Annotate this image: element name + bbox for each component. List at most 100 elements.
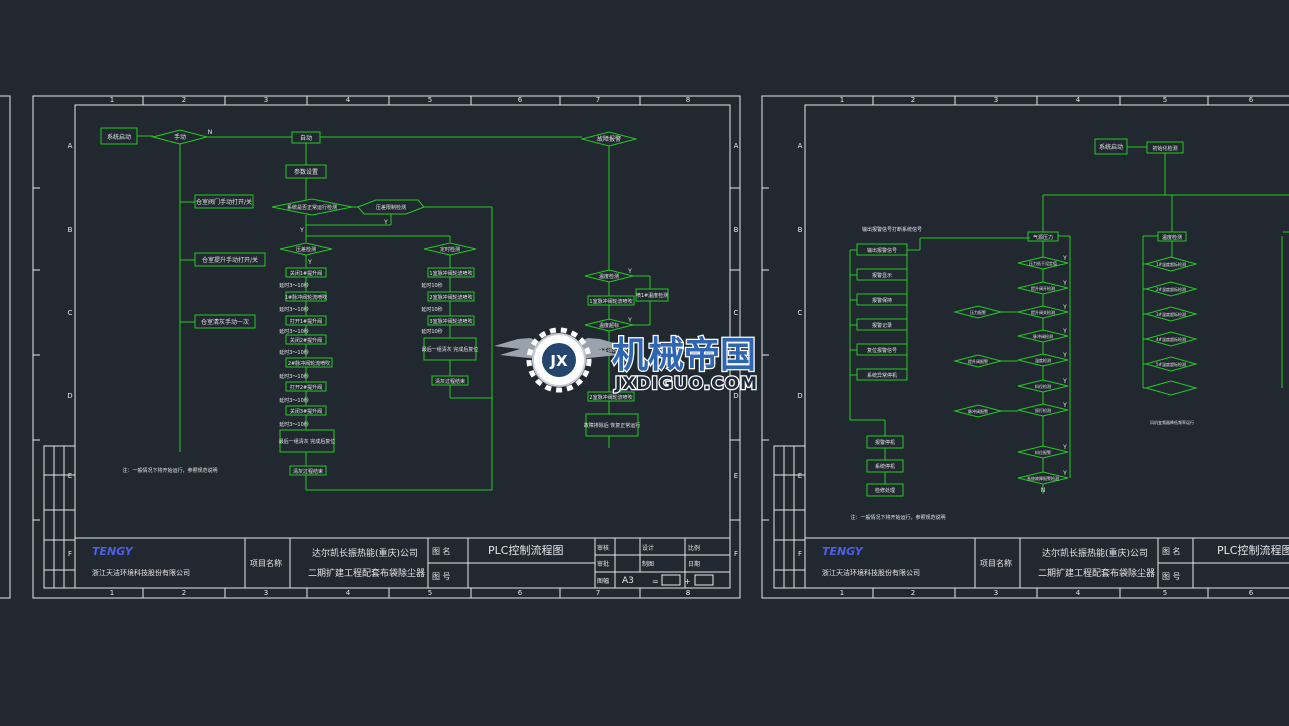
flowchart-left-labels: 系统启动 手动 N 自动 故障报警 参数设置 系统是否正常运行检测 压差限制检测… — [107, 129, 668, 475]
loop-left-box — [289, 465, 327, 476]
paper-size: A3 — [622, 576, 634, 586]
right-step: 1室脉冲阀轮流喷吹 — [429, 270, 472, 277]
manual-box-2 — [194, 252, 266, 267]
auto-label: 自动 — [300, 134, 312, 142]
left-step: 打开2#提升阀 — [290, 384, 322, 391]
group-left-label: 输出报警信号打断系统信号 — [862, 226, 922, 233]
start-label: 系统启动 — [107, 133, 131, 141]
manual-box-3 — [194, 314, 256, 329]
right-step: 3室脉冲阀轮流喷吹 — [429, 318, 472, 325]
zone-letter: B — [734, 226, 739, 234]
delay-label: 延时3～10秒 — [279, 421, 309, 428]
zone-number: 8 — [686, 96, 690, 104]
zone-letter: D — [797, 392, 802, 400]
revision-block — [43, 445, 76, 589]
right-step: 2室脉冲阀轮流喷吹 — [429, 294, 472, 301]
col3-item: 2#温度超标检测 — [1156, 286, 1186, 292]
zone-letter: E — [798, 472, 802, 480]
zone-number: 4 — [346, 96, 351, 104]
manual-1-label: 仓室阀门手动打开/关 — [196, 198, 252, 206]
left-item: 系统异常停机 — [867, 372, 897, 379]
y-label: Y — [1062, 444, 1067, 451]
note-label: 注：一般情况下将开始运行，参照规范说明 — [850, 514, 945, 521]
col2-item: 提升阀开检测 — [1031, 285, 1055, 291]
col2-head-label: 气源压力 — [1033, 234, 1053, 241]
company-logo: TENGY — [822, 545, 864, 558]
alarm-diamond — [580, 131, 638, 147]
y-label: Y — [627, 268, 632, 275]
left-step: 打开1#提升阀 — [290, 318, 322, 325]
left-step: 2#脉冲阀轮流喷吹 — [288, 360, 330, 367]
project-label: 项目名称 — [980, 558, 1012, 568]
dp-check-diamond — [279, 242, 333, 256]
init-label: 初始化检测 — [1152, 145, 1177, 152]
zone-number: 4 — [1076, 96, 1081, 104]
drawing-title: PLC控制流程图 — [1217, 543, 1289, 557]
zone-letter: A — [68, 142, 73, 150]
zone-number: 1 — [840, 96, 844, 104]
far-d1-label: 温度检测 — [599, 273, 619, 280]
col2-item: 振打检测 — [1035, 407, 1051, 413]
left-end-label: 最后一组清灰 完成后复位 — [279, 438, 336, 445]
zone-number: 5 — [428, 589, 432, 597]
zone-letter: B — [798, 226, 803, 234]
y-label: Y — [627, 317, 632, 324]
zone-letter: F — [68, 550, 72, 558]
sheet-left-outer-frame — [32, 95, 741, 599]
zone-letter: D — [733, 392, 738, 400]
zone-number: 6 — [1249, 96, 1254, 104]
far-b1-label: 喷1#温度检测 — [636, 292, 668, 299]
col2-item: 温度检测 — [1035, 357, 1051, 363]
delay-label: 延时3～10秒 — [279, 328, 309, 335]
drawing-title: PLC控制流程图 — [488, 543, 563, 557]
drawing-name-label: 图 名 — [1162, 546, 1181, 556]
param-label: 参数设置 — [294, 168, 318, 176]
drawing-number-label: 图 号 — [432, 572, 451, 581]
check-label: 审批 — [597, 560, 609, 568]
left-item: 输出报警信号 — [867, 247, 897, 254]
stop-box-3 — [866, 483, 904, 497]
flowchart-right — [849, 138, 1289, 497]
sheet-left: 1 2 3 4 5 6 7 8 1 2 3 4 5 6 7 8 — [32, 95, 741, 599]
watermark-domain: JXDIGUO.COM — [614, 374, 758, 394]
delay-label: 延时3～10秒 — [279, 306, 309, 313]
drawing-number-label: 图 号 — [1162, 572, 1181, 581]
zone-number: 4 — [1076, 589, 1081, 597]
far-b2-label: 1室脉冲阀轮流喷吹 — [589, 298, 632, 305]
zone-letter: A — [798, 142, 803, 150]
zone-letter: D — [67, 392, 72, 400]
zone-ticks — [33, 96, 740, 598]
start-label: 系统启动 — [1099, 143, 1123, 151]
delay-label: 延时3～10秒 — [279, 373, 309, 380]
zone-number: 2 — [182, 96, 186, 104]
zone-letter: C — [734, 309, 739, 317]
zone-ticks — [762, 96, 1209, 598]
drawing-name-label: 图 名 — [432, 546, 451, 556]
zone-number: 1 — [110, 96, 114, 104]
col2-item: 压力低于设定值 — [1029, 260, 1057, 266]
far-b3-label: 2室脉冲阀轮流喷吹 — [589, 347, 632, 354]
far-box-1 — [635, 288, 669, 302]
y-label: Y — [1062, 255, 1067, 262]
stop-label-2: 系统停机 — [875, 463, 895, 470]
col2-item: 料位检测 — [1035, 383, 1051, 389]
col3-item: 3#温度超标检测 — [1156, 311, 1186, 317]
paper-label: 图幅 — [597, 577, 609, 585]
zone-number: 1 — [840, 589, 844, 597]
left-step: 关闭3#提升阀 — [290, 408, 322, 415]
zone-letter: E — [68, 472, 72, 480]
loop-right-label: 清灰过程结束 — [435, 378, 465, 385]
zone-numbers-top: 1 2 3 4 5 6 — [840, 96, 1254, 104]
revision-block — [773, 445, 806, 589]
zone-number: 5 — [1163, 589, 1167, 597]
project-line-1: 达尔凯长振热能(重庆)公司 — [312, 547, 418, 559]
right-delay: 延时10秒 — [421, 282, 442, 289]
check-label: 系统是否正常运行检测 — [287, 204, 337, 211]
y-label: Y — [1062, 328, 1067, 335]
zone-number: 2 — [182, 589, 186, 597]
y-label: Y — [383, 219, 388, 226]
zone-number: 7 — [596, 589, 600, 597]
col2-end-1: 料位报警 — [1035, 449, 1051, 455]
zone-number: 6 — [518, 589, 523, 597]
zone-number: 3 — [264, 589, 268, 597]
